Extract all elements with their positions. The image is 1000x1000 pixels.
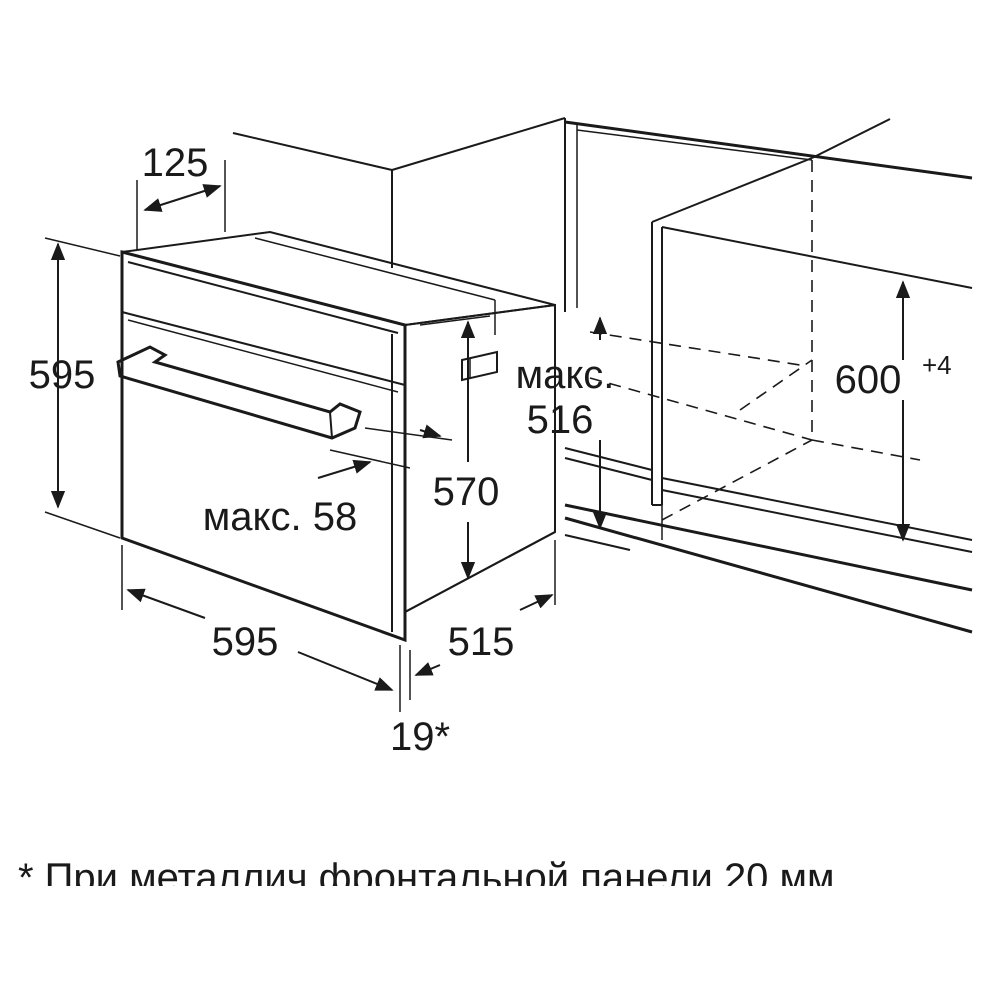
dimension-lines bbox=[44, 160, 911, 712]
dimension-width-595: 595 bbox=[212, 620, 279, 664]
dimension-max-58: макс. 58 bbox=[203, 495, 357, 539]
footnote-container: * При металлич фронтальной панели 20 мм bbox=[18, 850, 1000, 886]
niche-max-516: 516 bbox=[527, 398, 594, 442]
niche-height-tolerance: +4 bbox=[922, 350, 952, 380]
dimension-19: 19* bbox=[390, 715, 450, 759]
niche-height-600: 600 bbox=[835, 358, 902, 402]
kitchen-cabinet bbox=[232, 117, 973, 634]
footnote: * При металлич фронтальной панели 20 мм bbox=[18, 856, 835, 886]
oven-door-handle bbox=[116, 345, 362, 440]
dimension-depth-515: 515 bbox=[448, 620, 515, 664]
oven bbox=[116, 230, 556, 643]
dimension-height-595: 595 bbox=[29, 353, 96, 397]
niche-max-label: макс. bbox=[516, 353, 615, 397]
dimension-125: 125 bbox=[142, 141, 209, 185]
dimension-570: 570 bbox=[433, 470, 500, 514]
